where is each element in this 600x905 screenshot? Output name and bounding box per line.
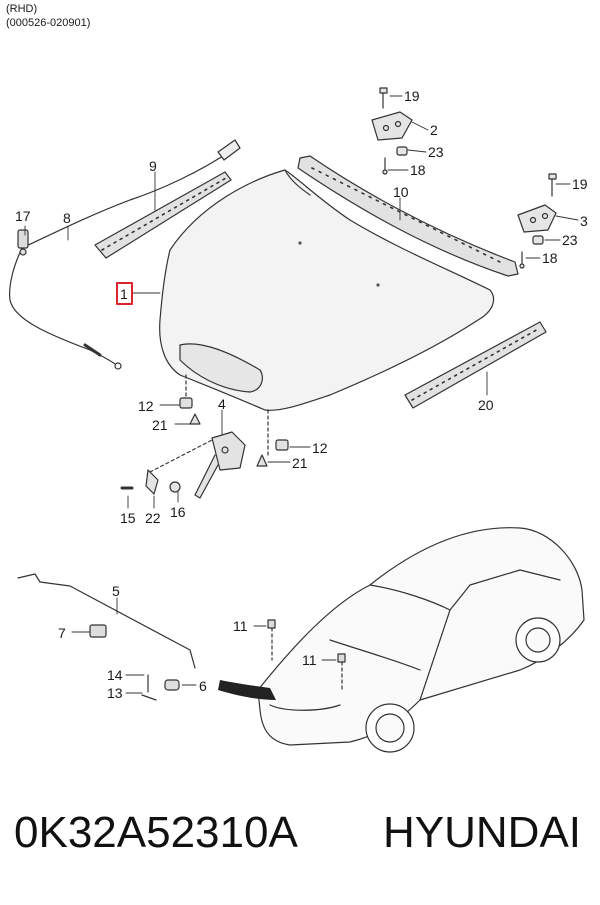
callout-19b: 19 bbox=[572, 176, 588, 192]
callout-21b: 21 bbox=[292, 455, 308, 471]
callout-12b: 12 bbox=[312, 440, 328, 456]
header-variant: (RHD) bbox=[6, 3, 38, 15]
seal-strip-20 bbox=[404, 321, 547, 409]
callout-10: 10 bbox=[393, 184, 409, 200]
hood-bumpers bbox=[179, 374, 289, 467]
callout-7: 7 bbox=[58, 625, 66, 641]
header-date-range: (000526-020901) bbox=[6, 17, 91, 29]
hood-support-rod bbox=[17, 573, 196, 701]
callout-20: 20 bbox=[478, 397, 494, 413]
callout-18b: 18 bbox=[542, 250, 558, 266]
callout-1: 1 bbox=[120, 286, 128, 302]
brand-name: HYUNDAI bbox=[383, 808, 582, 857]
callout-12a: 12 bbox=[138, 398, 154, 414]
callout-4: 4 bbox=[218, 396, 226, 412]
cable-bracket bbox=[17, 229, 29, 256]
callout-6: 6 bbox=[199, 678, 207, 694]
callout-5: 5 bbox=[112, 583, 120, 599]
callout-9: 9 bbox=[149, 158, 157, 174]
callout-22: 22 bbox=[145, 510, 161, 526]
hood-latch bbox=[120, 431, 246, 499]
callout-3: 3 bbox=[580, 213, 588, 229]
callout-14: 14 bbox=[107, 667, 123, 683]
callout-13: 13 bbox=[107, 685, 123, 701]
callout-15: 15 bbox=[120, 510, 136, 526]
hood-hinge-left bbox=[371, 87, 413, 175]
callout-18a: 18 bbox=[410, 162, 426, 178]
callout-17: 17 bbox=[15, 208, 31, 224]
callout-16: 16 bbox=[170, 504, 186, 520]
callout-21a: 21 bbox=[152, 417, 168, 433]
callout-23a: 23 bbox=[428, 144, 444, 160]
callout-19a: 19 bbox=[404, 88, 420, 104]
hood-hinge-right bbox=[517, 173, 557, 269]
callout-11b: 11 bbox=[302, 652, 317, 668]
seal-strip-9 bbox=[94, 171, 232, 259]
hood-panel bbox=[159, 169, 495, 411]
callout-11a: 11 bbox=[233, 618, 248, 634]
callout-2: 2 bbox=[430, 122, 438, 138]
car-illustration bbox=[218, 527, 585, 753]
release-cable bbox=[9, 139, 241, 370]
highlight-box bbox=[116, 282, 133, 305]
callout-23b: 23 bbox=[562, 232, 578, 248]
leader-lines bbox=[24, 95, 579, 694]
hood-weatherstrip bbox=[297, 155, 519, 277]
callout-labels: 19 2 23 18 9 10 19 3 23 18 17 8 1 12 21 … bbox=[15, 88, 588, 701]
callout-8: 8 bbox=[63, 210, 71, 226]
part-number: 0K32A52310A bbox=[14, 808, 298, 857]
